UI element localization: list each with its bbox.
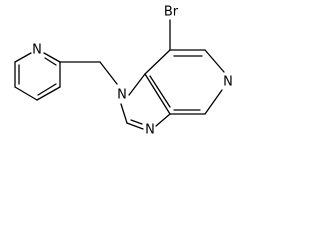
bond xyxy=(37,83,57,96)
imidazole-ring xyxy=(120,73,171,130)
bond xyxy=(149,75,171,108)
bond xyxy=(43,52,61,63)
atom-label-n-imidazole-3: N xyxy=(145,123,155,138)
bond xyxy=(204,89,223,115)
fused-pyridine-ring xyxy=(144,49,225,115)
chemical-structure: Br N N N N xyxy=(14,5,233,138)
bond xyxy=(144,49,171,75)
bond xyxy=(130,119,143,125)
methylene-linker xyxy=(59,61,118,85)
pyridyl-ring xyxy=(14,52,61,101)
bond xyxy=(44,57,57,66)
bond xyxy=(14,52,32,63)
atom-label-br: Br xyxy=(164,5,179,20)
bond xyxy=(204,49,225,73)
bond xyxy=(128,73,146,96)
atom-label-n-imidazole-1: N xyxy=(117,88,127,103)
bond xyxy=(144,73,171,115)
atom-label-n-pyridyl: N xyxy=(32,43,42,58)
bond xyxy=(126,122,144,130)
bond xyxy=(155,113,171,127)
atom-label-n-fused-pyridine: N xyxy=(223,75,233,90)
bond xyxy=(99,61,118,85)
bond xyxy=(120,103,128,124)
bond xyxy=(36,86,61,101)
structure-canvas: Br N N N N xyxy=(14,5,233,138)
bond xyxy=(14,86,38,101)
